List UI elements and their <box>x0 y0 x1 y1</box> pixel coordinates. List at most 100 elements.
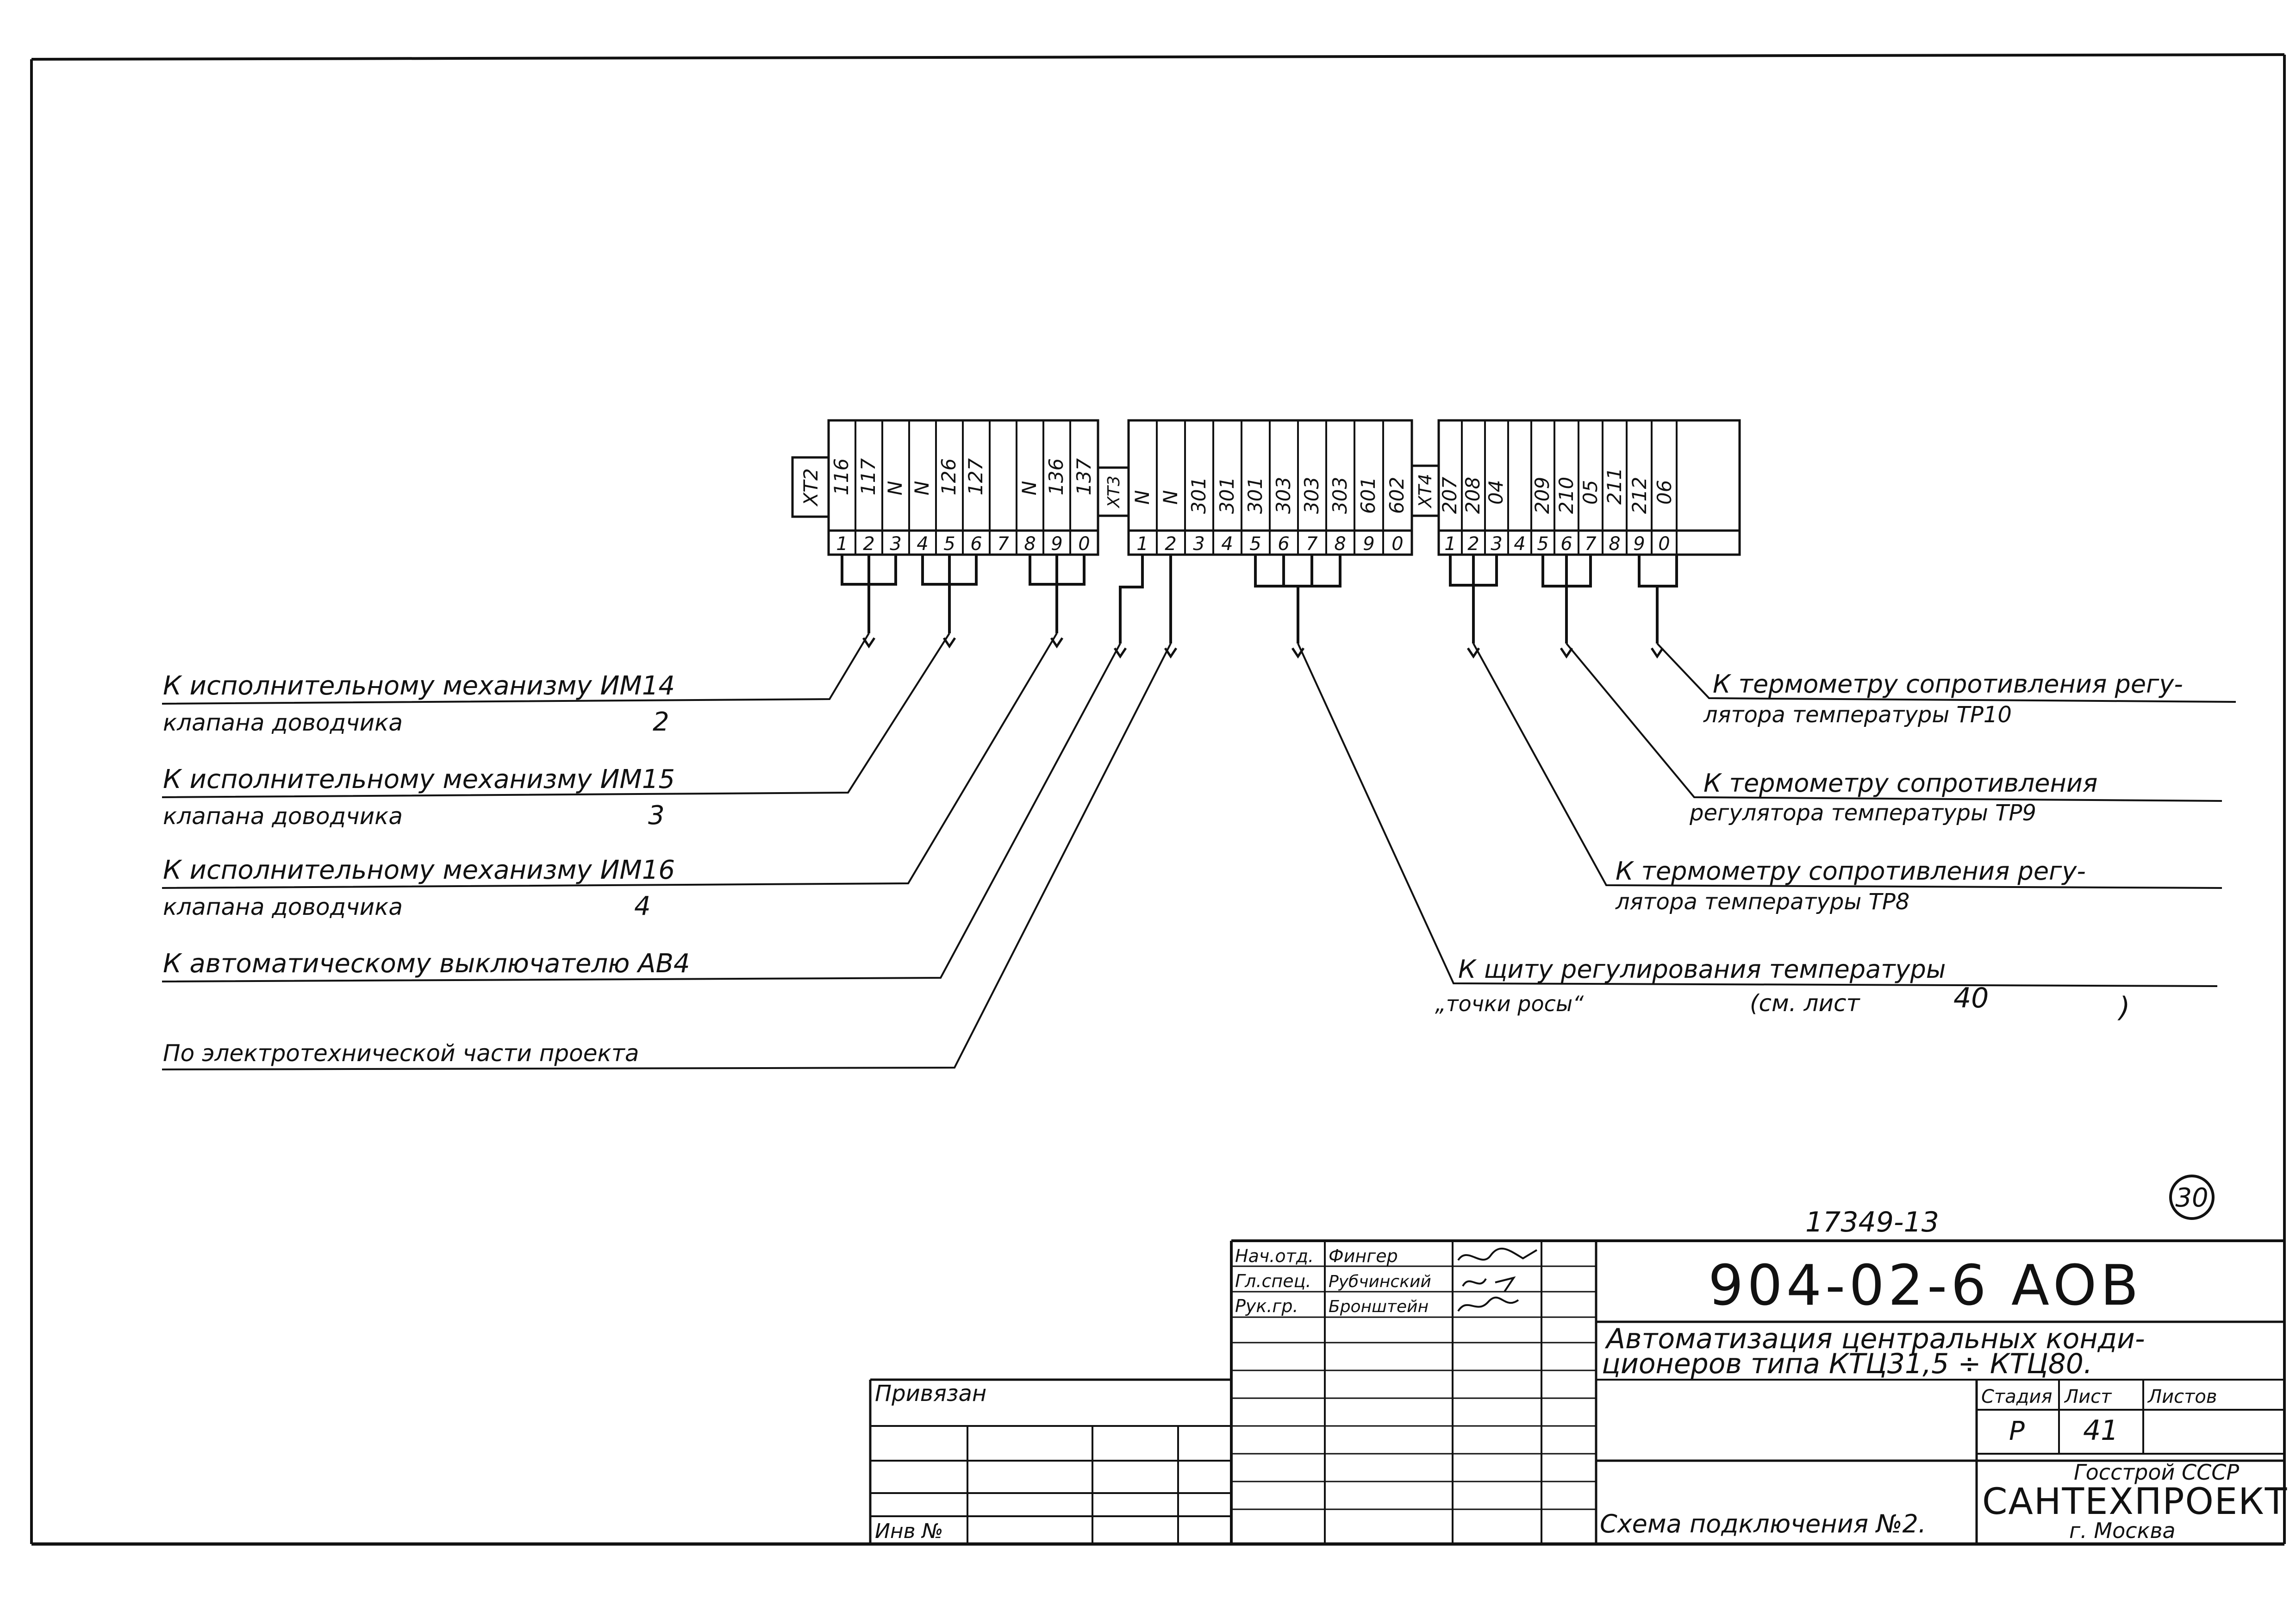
terminal-number: 1 <box>1136 533 1148 555</box>
stage-header: Стадия <box>1981 1386 2052 1407</box>
callout-line: 2 <box>653 707 669 737</box>
terminal-number: 3 <box>1193 533 1204 555</box>
sheet-value: 41 <box>2083 1414 2118 1447</box>
sheet-header: Лист <box>2064 1386 2112 1407</box>
terminal-number: 8 <box>1609 533 1620 555</box>
callout-line: К исполнительному механизму ИМ14 <box>163 671 675 701</box>
wire-label: 136 <box>1045 458 1067 495</box>
leader-lines <box>162 632 2236 1070</box>
wire-label: 303 <box>1300 477 1323 514</box>
sheets-header: Листов <box>2147 1386 2217 1407</box>
terminal-number: 1 <box>836 533 848 555</box>
person-name: Бронштейн <box>1329 1297 1429 1316</box>
terminal-number: 9 <box>1363 533 1374 555</box>
role-label: Рук.гр. <box>1235 1296 1298 1316</box>
terminal-number: 2 <box>1165 533 1176 555</box>
callout-line: К исполнительному механизму ИМ16 <box>163 855 675 885</box>
callouts-left: К исполнительному механизму ИМ14 клапана… <box>163 671 690 1067</box>
wire-label: 207 <box>1438 477 1461 514</box>
signature-scribbles <box>1457 1247 1538 1312</box>
callout-line: 40 <box>1953 982 1989 1014</box>
stage-value: Р <box>2009 1416 2025 1446</box>
wire-label: 210 <box>1555 477 1578 514</box>
callouts-right: К термометру сопротивления регу- лятора … <box>1435 669 2183 1024</box>
wire-bundles <box>841 555 1678 644</box>
terminal-number: 7 <box>997 533 1009 555</box>
wire-label: 116 <box>830 458 853 495</box>
terminal-number: 7 <box>1306 533 1318 555</box>
inventory-label: Инв № <box>875 1519 943 1543</box>
terminal-number: 5 <box>943 533 955 555</box>
wire-label: N <box>1131 490 1154 505</box>
callout-line: лятора температуры ТР8 <box>1615 889 1909 915</box>
terminal-number: 7 <box>1585 533 1597 555</box>
org-line: Госстрой СССР <box>2074 1460 2239 1485</box>
sheet-badge: 30 <box>2169 1175 2215 1220</box>
drawing-title: Схема подключения №2. <box>1600 1509 1926 1538</box>
terminal-number: 4 <box>917 533 928 555</box>
stamp-title: ционеров типа КТЦ31,5 ÷ КТЦ80. <box>1602 1348 2092 1380</box>
wire-label: 06 <box>1653 480 1676 505</box>
person-name: Рубчинский <box>1329 1272 1431 1291</box>
terminal-number: 3 <box>890 533 901 555</box>
wire-label: 208 <box>1461 477 1484 514</box>
callout-line: регулятора температуры ТР9 <box>1689 800 2036 826</box>
terminal-number: 6 <box>970 533 982 555</box>
wire-label: 04 <box>1485 480 1507 505</box>
wire-label: 126 <box>937 458 960 495</box>
sheet-badge-number: 30 <box>2175 1183 2208 1213</box>
document-number: 17349-13 <box>1805 1206 1939 1238</box>
wire-label: N <box>1159 490 1182 505</box>
callout-line: клапана доводчика <box>163 803 403 830</box>
wire-label: 127 <box>964 458 987 495</box>
wire-label: 602 <box>1385 477 1408 514</box>
wire-label: N <box>1018 481 1041 495</box>
callout-line: По электротехнической части проекта <box>163 1040 639 1067</box>
arrow-ticks <box>862 637 1664 659</box>
wire-label: N <box>911 481 933 495</box>
org-name: САНТЕХПРОЕКТ <box>1982 1481 2288 1523</box>
terminal-number: 4 <box>1514 533 1525 555</box>
callout-line: К исполнительному механизму ИМ15 <box>163 764 675 794</box>
terminal-number: 2 <box>1467 533 1479 555</box>
wire-label: 209 <box>1531 477 1554 514</box>
callout-line: лятора температуры ТР10 <box>1703 702 2012 728</box>
callout-line: клапана доводчика <box>163 894 403 920</box>
terminal-block-xt2: XT2 116 117 N N 126 127 N 136 137 1 2 3 … <box>791 419 1099 556</box>
title-block-text: Нач.отд. Фингер Гл.спец. Рубчинский Рук.… <box>875 1246 2288 1543</box>
callout-line: ) <box>2117 991 2130 1024</box>
callout-line: К термометру сопротивления <box>1703 769 2097 798</box>
terminal-number: 8 <box>1024 533 1036 555</box>
wire-label: 303 <box>1272 477 1295 514</box>
wire-label: 601 <box>1357 477 1379 514</box>
terminal-number: 1 <box>1444 533 1456 555</box>
terminal-block-label: XT4 <box>1415 474 1435 508</box>
drawing-frame <box>30 53 2286 1546</box>
terminal-number: 0 <box>1078 533 1090 555</box>
terminal-number: 0 <box>1391 533 1403 555</box>
terminal-block-label: XT3 <box>1104 475 1123 509</box>
callout-line: клапана доводчика <box>163 709 403 736</box>
wire-label: 117 <box>857 458 880 495</box>
wire-label: 303 <box>1329 477 1351 514</box>
wire-label: 137 <box>1073 458 1095 495</box>
wire-label: 212 <box>1628 477 1651 514</box>
terminal-number: 0 <box>1658 533 1670 555</box>
callout-line: К щиту регулирования температуры <box>1458 955 1946 984</box>
terminal-number: 8 <box>1334 533 1346 555</box>
wire-label: N <box>884 481 906 495</box>
callout-line: „точки росы“ <box>1435 991 1584 1016</box>
terminal-block-label: XT2 <box>799 468 822 506</box>
callout-line: 3 <box>648 800 665 831</box>
role-label: Нач.отд. <box>1235 1246 1314 1266</box>
wire-label: 05 <box>1579 480 1602 505</box>
terminal-number: 5 <box>1537 533 1548 555</box>
stamp-title: Автоматизация центральных конди- <box>1604 1323 2145 1355</box>
terminal-number: 9 <box>1633 533 1645 555</box>
callout-line: К автоматическому выключателю АВ4 <box>163 949 690 979</box>
terminal-number: 2 <box>863 533 874 555</box>
callout-line: К термометру сопротивления регу- <box>1616 857 2086 886</box>
terminal-number: 6 <box>1560 533 1572 555</box>
wire-label: 301 <box>1244 477 1267 514</box>
